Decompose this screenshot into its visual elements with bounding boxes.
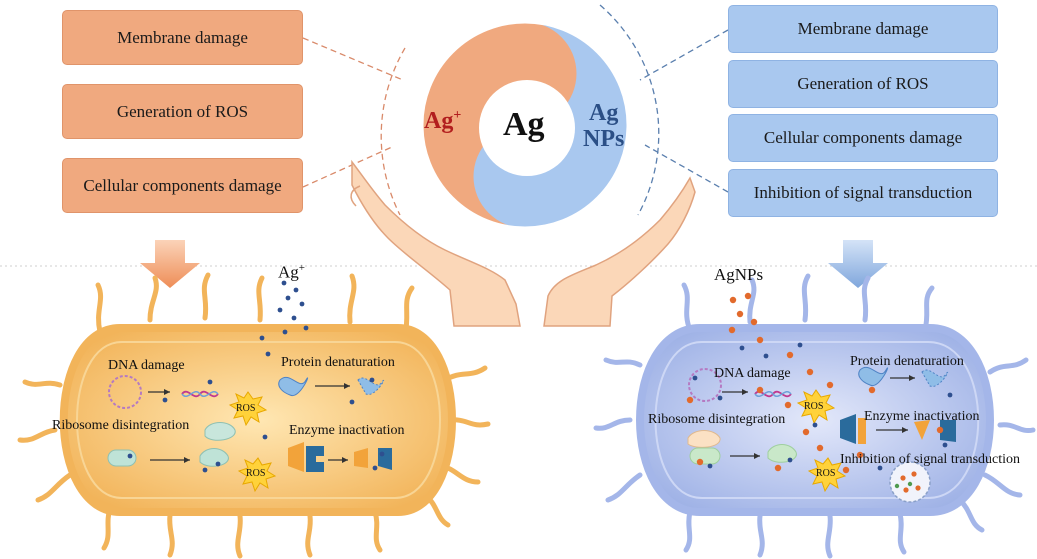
right-ros-1: ROS	[804, 401, 824, 412]
left-ion-label: Ag+	[278, 262, 305, 283]
left-ros-1: ROS	[236, 403, 256, 414]
right-ros-2: ROS	[816, 468, 836, 479]
left-label-enzyme-inactivation: Enzyme inactivation	[289, 423, 405, 438]
center-ag-label: Ag	[503, 106, 545, 143]
right-label-enzyme-inactivation: Enzyme inactivation	[864, 409, 980, 424]
left-box-generation-of-ros: Generation of ROS	[62, 84, 303, 139]
center-ag-ion-text: Ag	[424, 108, 454, 134]
left-hand	[350, 159, 521, 327]
left-label-dna-damage: DNA damage	[108, 358, 185, 373]
center-agnps-line1: Ag	[589, 100, 619, 126]
right-box-membrane-damage: Membrane damage	[728, 5, 998, 53]
left-ion-sup: +	[298, 262, 305, 274]
left-bacterium	[17, 272, 491, 559]
right-label-dna-damage: DNA damage	[714, 366, 791, 381]
left-label-protein-denaturation: Protein denaturation	[281, 355, 395, 370]
left-box-cellular-components-damage: Cellular components damage	[62, 158, 303, 213]
right-label-inhibition-signal: Inhibition of signal transduction	[840, 452, 1021, 467]
right-box-cellular-components-damage: Cellular components damage	[728, 114, 998, 162]
right-box-inhibition-of-signal-transduction: Inhibition of signal transduction	[728, 169, 998, 217]
center-agnps-line2: NPs	[583, 126, 625, 152]
left-box-membrane-damage: Membrane damage	[62, 10, 303, 65]
left-ion-text: Ag	[278, 262, 299, 282]
left-label-ribosome-disintegration: Ribosome disintegration	[52, 418, 190, 433]
right-down-arrow	[828, 240, 888, 288]
right-hand	[543, 176, 696, 327]
right-box-generation-of-ros: Generation of ROS	[728, 60, 998, 108]
center-agnps-label: Ag NPs	[583, 100, 624, 152]
center-yin-yang	[420, 20, 630, 230]
right-ion-label: AgNPs	[714, 265, 764, 284]
left-connectors	[302, 37, 406, 216]
left-down-arrow	[140, 240, 200, 288]
center-ag-ion-sup: +	[453, 108, 462, 123]
right-label-protein-denaturation: Protein denaturation	[850, 354, 964, 369]
left-ros-2: ROS	[246, 468, 266, 479]
center-ag-ion-label: Ag+	[424, 108, 461, 135]
right-bacterium	[593, 273, 1036, 559]
right-label-ribosome-disintegration: Ribosome disintegration	[648, 412, 786, 427]
right-connectors	[599, 4, 729, 216]
